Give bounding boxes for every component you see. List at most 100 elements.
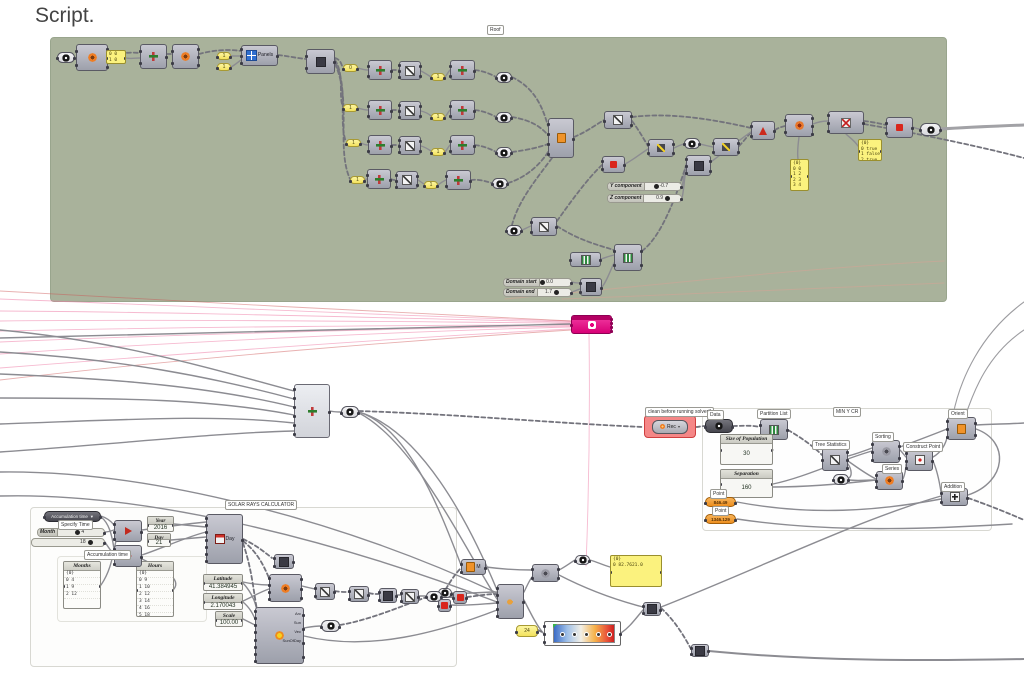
- port-r[interactable]: [473, 69, 476, 73]
- port-l[interactable]: [832, 479, 835, 482]
- port-l[interactable]: [543, 641, 546, 645]
- port-l[interactable]: [859, 149, 860, 153]
- port-l[interactable]: [905, 466, 908, 470]
- row1-cap[interactable]: 0: [342, 64, 359, 72]
- row2-move[interactable]: [367, 100, 393, 120]
- sorting-component[interactable]: [871, 440, 901, 463]
- port-l[interactable]: [574, 559, 577, 563]
- move-component-a[interactable]: [139, 44, 168, 69]
- port-l[interactable]: [425, 596, 428, 599]
- port-l[interactable]: [496, 587, 499, 590]
- slider-domain-end-track[interactable]: 1.7: [538, 289, 571, 296]
- port-l[interactable]: [378, 591, 381, 595]
- gradient-component[interactable]: [543, 621, 622, 646]
- row4-graph[interactable]: [395, 171, 419, 189]
- panels-component[interactable]: Panels: [240, 45, 279, 66]
- port-r[interactable]: [510, 77, 513, 80]
- longitude-panel-value[interactable]: 2.170043: [210, 603, 236, 609]
- port-l[interactable]: [398, 116, 401, 120]
- port-r[interactable]: [610, 330, 613, 333]
- scale-panel-value[interactable]: 100.00: [219, 620, 239, 626]
- port-r[interactable]: [140, 530, 143, 534]
- port-r[interactable]: [333, 61, 336, 64]
- mesh-out-component[interactable]: [690, 644, 710, 657]
- port-l[interactable]: [268, 584, 271, 587]
- port-r[interactable]: [302, 656, 305, 660]
- port-l[interactable]: [759, 423, 762, 427]
- port-r[interactable]: [389, 178, 392, 182]
- port-l[interactable]: [398, 76, 401, 80]
- port-r[interactable]: [640, 250, 643, 254]
- result-panel[interactable]: {0}0 82.7621.0: [610, 555, 662, 587]
- port-r[interactable]: [419, 114, 422, 118]
- funnel-component[interactable]: [273, 554, 295, 569]
- port-r[interactable]: [931, 459, 934, 463]
- port-l[interactable]: [216, 66, 219, 70]
- port-l[interactable]: [685, 172, 688, 175]
- port-l[interactable]: [642, 612, 645, 615]
- port-r[interactable]: [555, 226, 558, 229]
- port-l[interactable]: [254, 638, 257, 642]
- merge-component[interactable]: [293, 384, 331, 438]
- port-l[interactable]: [642, 605, 645, 608]
- port-r[interactable]: [419, 65, 422, 69]
- port-r[interactable]: [660, 570, 661, 574]
- port-r[interactable]: [846, 459, 849, 462]
- port-l[interactable]: [342, 107, 345, 111]
- port-l[interactable]: [543, 633, 546, 636]
- port-r[interactable]: [773, 130, 776, 133]
- bounds-component[interactable]: [569, 252, 602, 267]
- port-l[interactable]: [367, 114, 370, 118]
- size-of-population-panel-value[interactable]: 30: [743, 451, 750, 457]
- shift-component-b[interactable]: [712, 138, 740, 156]
- rec-button-capsule[interactable]: Rec▾: [652, 419, 688, 434]
- port-l[interactable]: [821, 459, 824, 462]
- port-r[interactable]: [510, 117, 513, 120]
- port-r[interactable]: [300, 587, 303, 591]
- port-l[interactable]: [314, 586, 317, 590]
- row1-move[interactable]: [367, 60, 393, 80]
- port-l[interactable]: [113, 530, 116, 534]
- gate-component-a[interactable]: [113, 520, 143, 542]
- port-l[interactable]: [378, 598, 381, 602]
- chain-component-a[interactable]: [378, 588, 398, 603]
- port-r[interactable]: [419, 149, 422, 153]
- port-r[interactable]: [630, 124, 633, 127]
- port-l[interactable]: [367, 64, 370, 68]
- port-l[interactable]: [946, 435, 949, 439]
- port-l[interactable]: [254, 617, 257, 621]
- port-l[interactable]: [531, 577, 534, 580]
- port-r[interactable]: [680, 198, 683, 201]
- port-l[interactable]: [827, 114, 830, 118]
- port-l[interactable]: [398, 63, 401, 67]
- port-r[interactable]: [241, 582, 242, 585]
- port-r[interactable]: [103, 532, 106, 535]
- row4-round[interactable]: [491, 178, 509, 189]
- port-l[interactable]: [254, 645, 257, 649]
- amplitude-component[interactable]: [601, 156, 626, 173]
- port-r[interactable]: [99, 516, 102, 519]
- port-l[interactable]: [491, 183, 494, 186]
- toggle-capsule[interactable]: [56, 52, 76, 63]
- port-l[interactable]: [268, 577, 271, 580]
- port-l[interactable]: [547, 132, 550, 136]
- red-mini-component[interactable]: [437, 599, 452, 612]
- port-l[interactable]: [43, 516, 46, 519]
- port-r[interactable]: [328, 410, 331, 414]
- port-r[interactable]: [510, 152, 513, 155]
- port-r[interactable]: [811, 125, 814, 128]
- port-l[interactable]: [569, 259, 572, 262]
- port-r[interactable]: [356, 107, 359, 111]
- port-r[interactable]: [276, 55, 279, 58]
- row1-cap2[interactable]: 1: [430, 73, 446, 81]
- port-r[interactable]: [846, 451, 849, 455]
- port-l[interactable]: [314, 595, 317, 599]
- port-l[interactable]: [530, 230, 533, 234]
- port-l[interactable]: [240, 48, 243, 51]
- port-r[interactable]: [619, 633, 622, 636]
